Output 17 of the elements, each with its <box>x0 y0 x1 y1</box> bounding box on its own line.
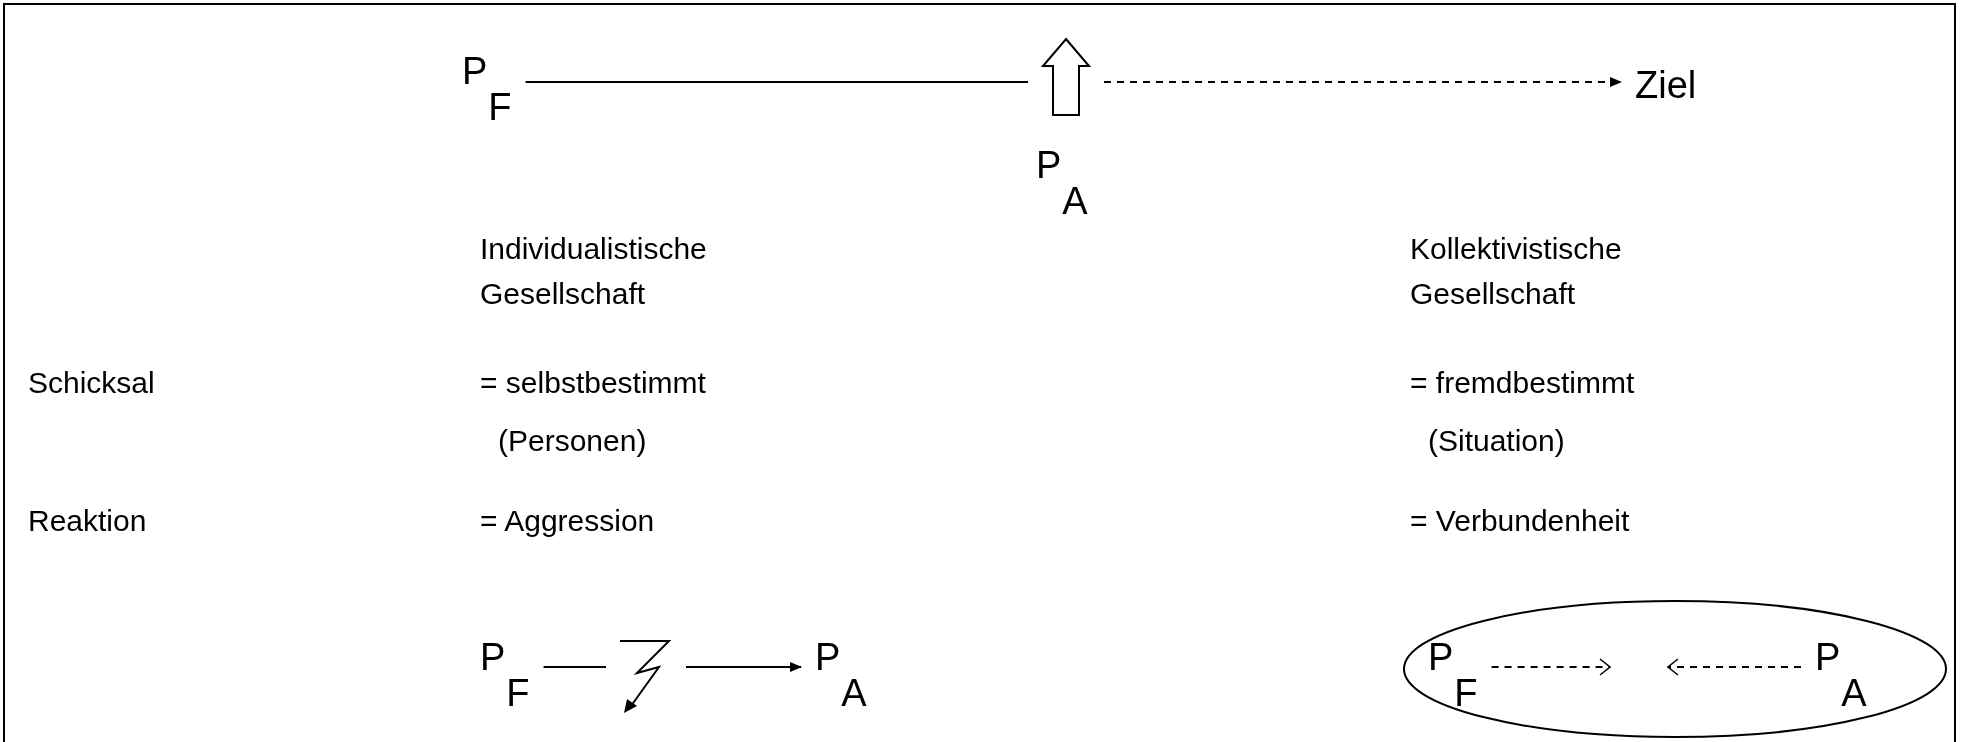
arrow <box>1667 658 1802 676</box>
arrow <box>1103 77 1622 87</box>
label-text: Kollektivistische Gesellschaft <box>1410 231 1623 312</box>
arrow <box>1490 658 1611 676</box>
symbol-text: Ziel <box>1635 66 1697 138</box>
label-text: (Personen) <box>498 423 647 459</box>
label-text: Reaktion <box>28 503 147 539</box>
label-text: (Situation) <box>1428 423 1565 459</box>
connector-line <box>524 81 1029 83</box>
label-text: Individualistische Gesellschaft <box>480 231 708 312</box>
label-text: = Aggression <box>480 503 655 539</box>
label-text: Schicksal <box>28 365 155 401</box>
label-text: = selbstbestimmt <box>480 365 706 401</box>
label-text: = Verbundenheit <box>1410 503 1630 539</box>
connector-line <box>542 666 607 668</box>
arrow <box>685 662 802 672</box>
label-text: = fremdbestimmt <box>1410 365 1635 401</box>
